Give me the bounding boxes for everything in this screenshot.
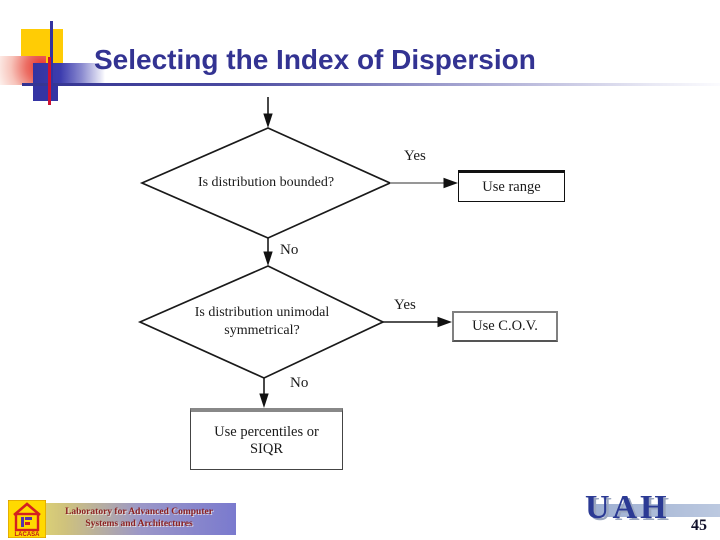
decoration-blue-vertical-line xyxy=(50,21,53,99)
outcome-box-use-cov: Use C.O.V. xyxy=(452,311,558,342)
lab-banner: Laboratory for Advanced Computer Systems… xyxy=(8,503,236,535)
decoration-red-vertical-line xyxy=(48,57,51,105)
outcome-box-use-percentiles: Use percentiles or SIQR xyxy=(190,408,343,470)
outcome-use-range-label: Use range xyxy=(482,178,541,195)
lacasa-house-glyph xyxy=(25,522,30,525)
yes2-arrowhead xyxy=(437,316,452,328)
yes2-label: Yes xyxy=(394,297,416,313)
outcome-box-use-range: Use range xyxy=(458,170,565,202)
lacasa-logo-text: LACASA xyxy=(15,532,41,538)
page-title: Selecting the Index of Dispersion xyxy=(94,44,536,75)
no2-arrowhead xyxy=(259,393,269,408)
yes1-label: Yes xyxy=(404,148,426,164)
lab-banner-text: Laboratory for Advanced Computer Systems… xyxy=(65,507,213,529)
uah-wordmark: UAH xyxy=(585,489,670,526)
uah-logo-band xyxy=(594,504,720,517)
lacasa-logo-icon: LACASA xyxy=(8,500,46,538)
lacasa-house-body xyxy=(14,512,40,532)
lacasa-house-glyph xyxy=(25,517,32,520)
lacasa-house-roof xyxy=(13,502,41,516)
outcome-use-cov-label: Use C.O.V. xyxy=(472,318,538,334)
no1-label: No xyxy=(280,242,299,258)
slide-page-number: 45 xyxy=(691,517,707,534)
start-arrowhead xyxy=(263,113,273,128)
yes1-arrowhead xyxy=(443,177,458,189)
outcome-use-percentiles-label: Use percentiles or SIQR xyxy=(214,423,319,457)
lacasa-house-glyph xyxy=(21,517,24,527)
decision1-label: Is distribution bounded? xyxy=(197,175,335,191)
no1-arrowhead xyxy=(263,251,273,266)
no2-label: No xyxy=(290,375,309,391)
title-underline-rule xyxy=(22,83,720,86)
decision2-label: Is distribution unimodal symmetrical? xyxy=(194,305,330,338)
